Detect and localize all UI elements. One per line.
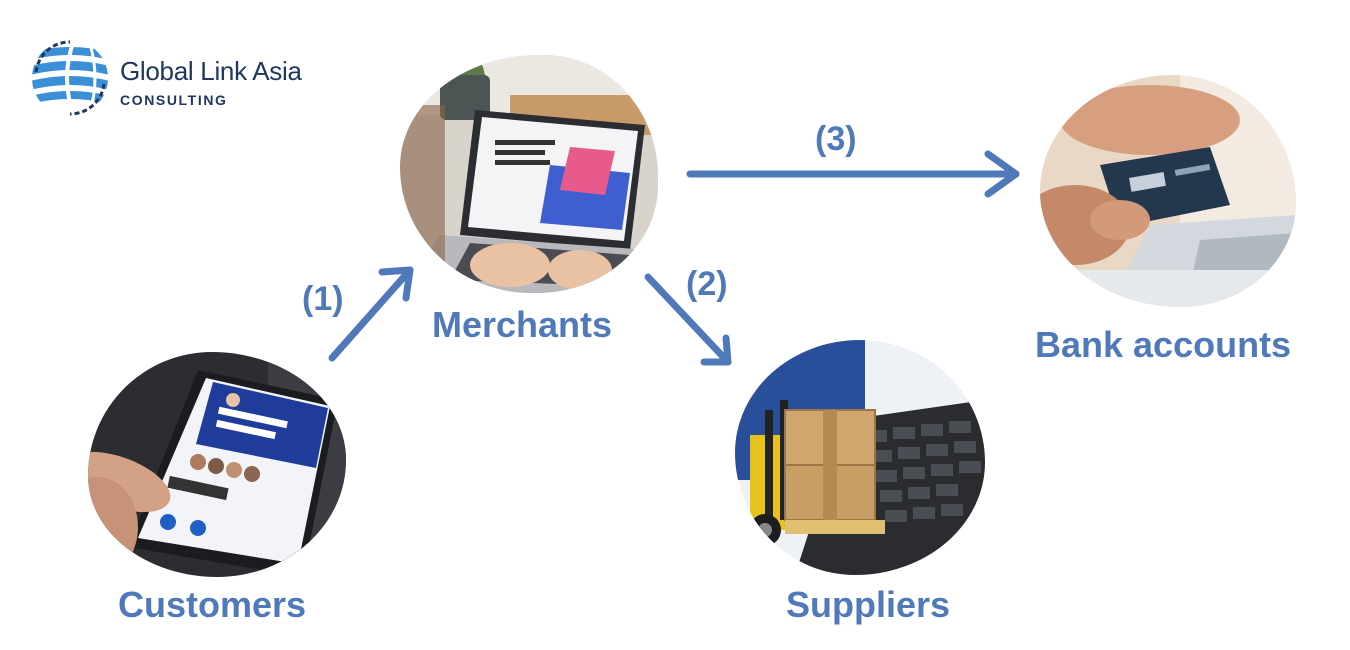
- customers-label: Customers: [118, 587, 306, 623]
- step-2-label: (2): [686, 267, 728, 301]
- bank-accounts-label: Bank accounts: [1035, 327, 1291, 363]
- arrow-merchants-to-bank: [690, 154, 1016, 194]
- step-1-label: (1): [302, 282, 344, 316]
- step-3-label: (3): [815, 122, 857, 156]
- arrow-customers-to-merchants: [332, 270, 410, 358]
- suppliers-label: Suppliers: [786, 587, 950, 623]
- merchants-label: Merchants: [432, 307, 612, 343]
